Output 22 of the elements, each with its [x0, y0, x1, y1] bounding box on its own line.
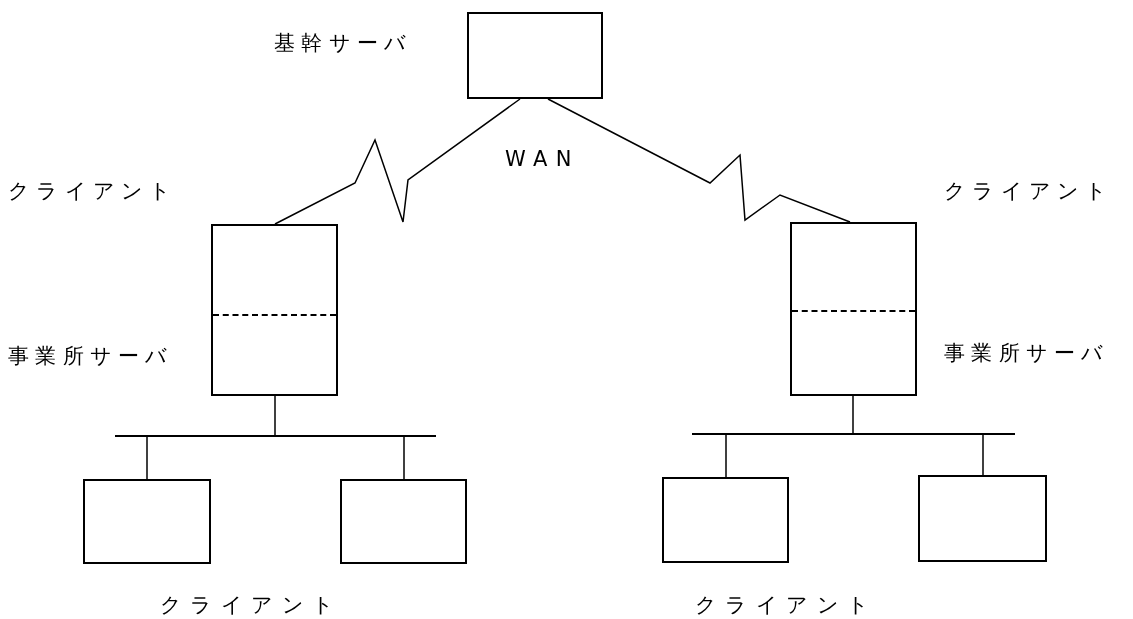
- network-bus-line: [115, 435, 436, 437]
- connector-line: [403, 436, 405, 480]
- wan-link-line: [547, 98, 851, 223]
- node-label: 基幹サーバ: [274, 30, 414, 57]
- group-label: クライアント: [695, 592, 865, 619]
- connector-line: [982, 434, 984, 476]
- connector-line: [274, 395, 276, 436]
- connector-line: [725, 434, 727, 478]
- client-box: [662, 477, 789, 563]
- wan-link-line: [274, 98, 521, 225]
- group-label: クライアント: [160, 592, 330, 619]
- client-box: [918, 475, 1047, 562]
- network-label: WAN: [505, 146, 581, 173]
- node-label: 事業所サーバ: [8, 343, 175, 370]
- node-label: クライアント: [8, 178, 179, 205]
- node-label: 事業所サーバ: [944, 340, 1111, 367]
- client-box: [340, 479, 467, 564]
- connector-line: [146, 436, 148, 480]
- network-bus-line: [692, 433, 1015, 435]
- node-label: クライアント: [944, 178, 1115, 205]
- connector-line: [852, 395, 854, 434]
- client-box: [83, 479, 211, 564]
